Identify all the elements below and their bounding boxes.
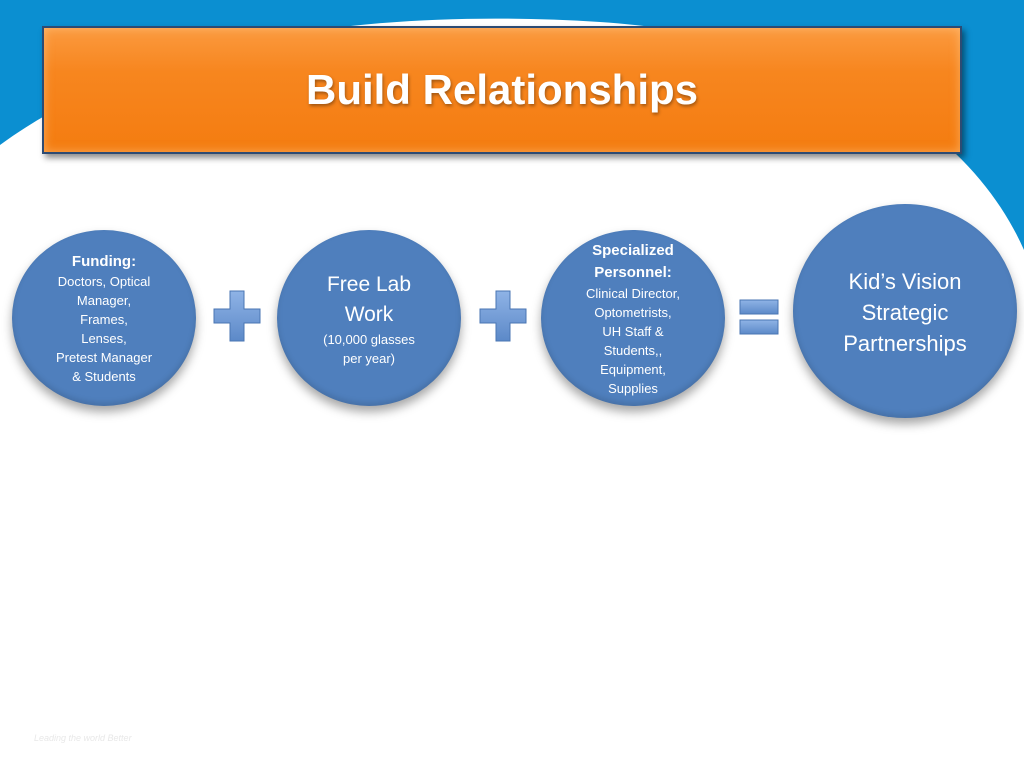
personnel-circle: Specialized Personnel: Clinical Director… [541, 230, 725, 406]
funding-line: Doctors, Optical [57, 274, 151, 289]
funding-heading: Funding: [71, 253, 137, 270]
free-lab-detail: per year) [342, 351, 396, 366]
personnel-line: UH Staff & [602, 324, 664, 339]
personnel-line: Clinical Director, [586, 286, 680, 301]
funding-line: & Students [72, 369, 136, 384]
funding-line: Frames, [80, 312, 128, 327]
free-lab-circle: Free Lab Work (10,000 glasses per year) [277, 230, 461, 406]
page-title: Build Relationships [305, 66, 699, 113]
free-lab-heading: Free Lab [326, 273, 412, 296]
footer-tagline: Leading the world Better [34, 733, 132, 743]
personnel-line: Equipment, [600, 362, 666, 377]
personnel-heading: Specialized [592, 242, 674, 259]
partnerships-circle: Kid’s Vision Strategic Partnerships [793, 204, 1017, 418]
plus-icon [213, 290, 261, 342]
partnerships-line: Kid’s Vision [848, 269, 962, 294]
partnerships-line: Strategic [861, 300, 949, 325]
personnel-heading: Personnel: [594, 264, 672, 281]
free-lab-heading: Work [344, 303, 394, 326]
partnerships-line: Partnerships [843, 331, 967, 356]
funding-line: Lenses, [81, 331, 127, 346]
equals-icon [739, 299, 779, 335]
plus-icon [479, 290, 527, 342]
free-lab-detail: (10,000 glasses [323, 332, 415, 347]
funding-line: Pretest Manager [55, 350, 153, 365]
personnel-line: Students,, [603, 343, 663, 358]
title-banner: Build Relationships [42, 26, 962, 154]
personnel-line: Supplies [608, 381, 658, 396]
personnel-line: Optometrists, [594, 305, 672, 320]
funding-circle: Funding: Doctors, Optical Manager, Frame… [12, 230, 196, 406]
funding-line: Manager, [76, 293, 132, 308]
